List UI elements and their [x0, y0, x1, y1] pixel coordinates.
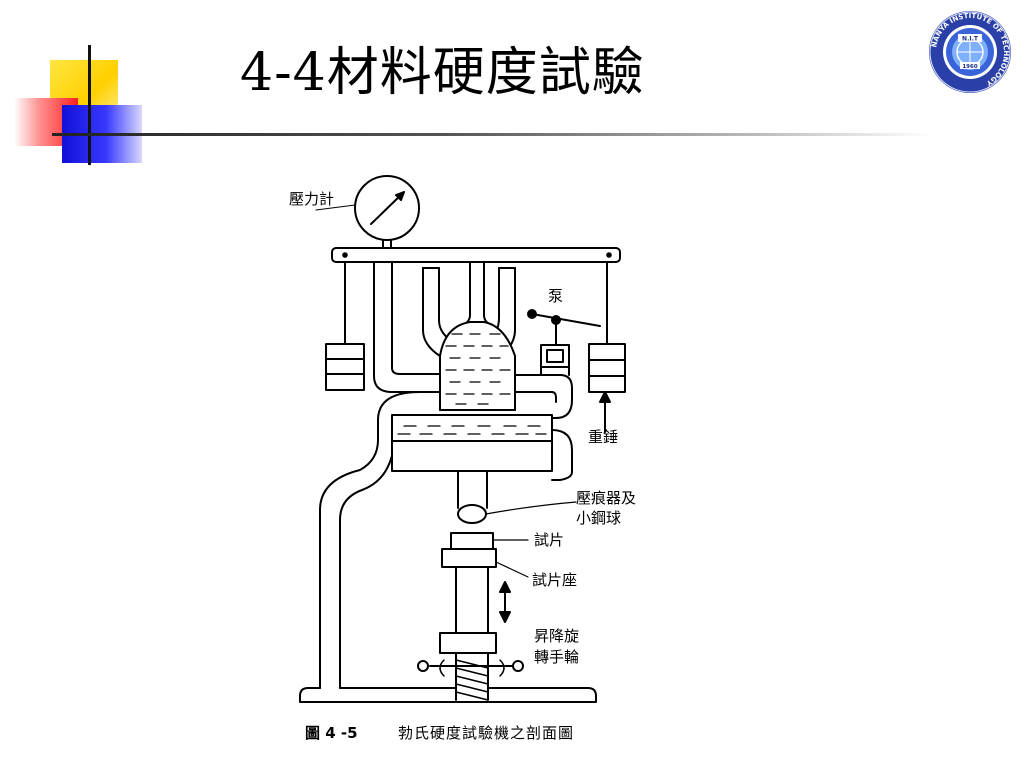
hydraulic-cylinder: [391, 261, 573, 509]
pressure-gauge: [315, 175, 420, 249]
elevating-handwheel: [417, 652, 524, 701]
top-beam: [331, 247, 621, 263]
pump: [527, 309, 601, 376]
label-pump: 泵: [548, 287, 564, 305]
label-indenter-line1: 壓痕器及: [576, 489, 637, 507]
institute-seal-icon: NANYA INSTITUTE OF TECHNOLOGY N.I.T 1960: [929, 11, 1011, 93]
page-title: 4-4材料硬度試驗: [240, 43, 645, 103]
figure-number: 圖 4 -5: [305, 724, 358, 742]
label-pressure-gauge: 壓力計: [289, 190, 335, 208]
machine-base: [299, 677, 597, 703]
specimen: [450, 532, 494, 550]
indenter-ball: [457, 504, 487, 524]
seal-badge-bottom: 1960: [962, 64, 977, 70]
label-specimen: 試片: [534, 531, 565, 549]
label-specimen-seat: 試片座: [532, 571, 578, 589]
vertical-travel-arrow: [499, 581, 511, 623]
specimen-seat: [439, 548, 529, 654]
decor-vertical-line: [88, 45, 91, 165]
hydraulic-fluid: [397, 333, 547, 435]
frame-body: [319, 391, 441, 689]
left-weight: [325, 261, 365, 391]
label-handwheel-line2: 轉手輪: [534, 648, 580, 666]
label-indenter-line2: 小鋼球: [576, 509, 622, 527]
right-weight: [588, 261, 626, 433]
label-handwheel-line1: 昇降旋: [534, 627, 580, 645]
seal-badge-top: N.I.T: [962, 36, 979, 43]
title-underline: [52, 133, 932, 136]
label-weights: 重錘: [588, 428, 619, 446]
figure-caption: 勃氏硬度試驗機之剖面圖: [398, 724, 575, 742]
frame-tube-left-outer: [373, 261, 441, 393]
